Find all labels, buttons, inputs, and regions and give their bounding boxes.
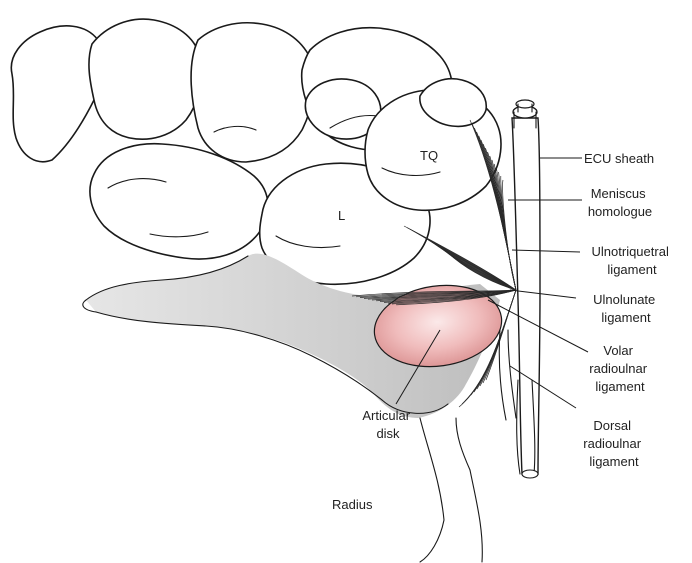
meniscus-homologue-label: Meniscus homologue bbox=[588, 186, 652, 219]
ulnolunate-line-1: Ulnolunate bbox=[593, 292, 655, 307]
ulnotriquetral-line-2: ligament bbox=[607, 262, 657, 277]
ulnolunate-line-2: ligament bbox=[601, 310, 651, 325]
meniscus-line-1: Meniscus bbox=[591, 186, 646, 201]
ecu-sheath-structure bbox=[512, 100, 540, 478]
ulnotriquetral-line-1: Ulnotriquetral bbox=[592, 244, 669, 259]
dorsal-line-1: Dorsal bbox=[593, 418, 631, 433]
dorsal-line-2: radioulnar bbox=[583, 436, 641, 451]
disk-line-2: disk bbox=[376, 426, 400, 441]
trapezoid-bone bbox=[89, 19, 202, 139]
dorsal-line-3: ligament bbox=[589, 454, 639, 469]
ulnolunate-ligament-label: Ulnolunate ligament bbox=[593, 292, 659, 325]
lunate-label: L bbox=[338, 208, 345, 223]
radius-label: Radius bbox=[332, 497, 373, 512]
articular-disk-label: Articular disk bbox=[362, 408, 413, 441]
volar-line-1: Volar bbox=[603, 343, 633, 358]
disk-line-1: Articular bbox=[362, 408, 410, 423]
ecu-sheath-label: ECU sheath bbox=[584, 151, 654, 166]
volar-line-3: ligament bbox=[595, 379, 645, 394]
trapezium-bone bbox=[11, 26, 103, 162]
dorsal-radioulnar-ligament-label: Dorsal radioulnar ligament bbox=[583, 418, 644, 469]
volar-line-2: radioulnar bbox=[589, 361, 647, 376]
triquetrum-label: TQ bbox=[420, 148, 438, 163]
capitate-bone bbox=[191, 23, 314, 162]
meniscus-line-2: homologue bbox=[588, 204, 652, 219]
volar-radioulnar-ligament-label: Volar radioulnar ligament bbox=[589, 343, 650, 394]
ulnotriquetral-ligament-label: Ulnotriquetral ligament bbox=[592, 244, 673, 277]
